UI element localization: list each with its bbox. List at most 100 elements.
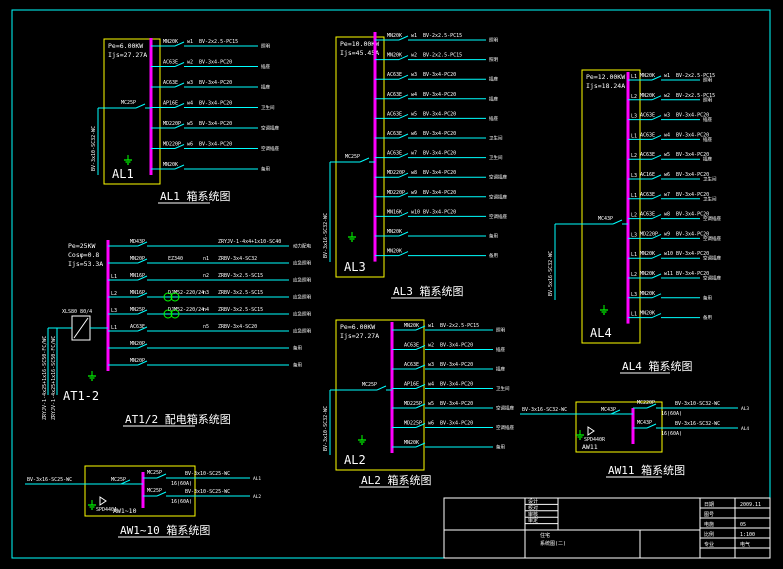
panel-param: Ijs=53.3A: [68, 260, 103, 268]
circuit-number: w2: [187, 60, 193, 66]
cable-spec: BV-3x4-PC20: [676, 172, 709, 178]
circuit-number: w4: [411, 92, 417, 98]
breaker-model: MD220P: [387, 170, 405, 176]
ground-icon: [88, 371, 96, 381]
circuit-destination: 插座: [703, 116, 712, 123]
circuit-destination: AL3: [741, 406, 749, 412]
cable-spec: BV-3x4-PC20: [423, 151, 456, 157]
breaker-model: MN20K: [640, 291, 655, 297]
circuit-destination: 插座: [496, 346, 505, 353]
breaker-symbol: [398, 94, 409, 100]
incoming-cable: BV-3x10-SC32-WC: [323, 406, 329, 451]
breaker-symbol: [120, 479, 131, 485]
circuit-destination: 备用: [703, 314, 712, 321]
breaker-symbol: [137, 292, 148, 298]
breaker-model: AC63E: [640, 192, 655, 198]
ground-icon: [88, 500, 96, 510]
incoming-cable: BV-5x16-SC32-WC: [548, 251, 554, 296]
circuit-destination: 备用: [496, 444, 505, 451]
panel-aw11: MC43PBV-3x16-SC32-WCSPD440RMC220P16(60A)…: [520, 400, 749, 478]
ground-icon: [600, 305, 608, 315]
cable-spec: BV-3x4-PC20: [199, 101, 232, 107]
breaker-symbol: [174, 41, 185, 47]
cable-spec: BV-3x4-PC20: [676, 113, 709, 119]
coil-icon: [163, 309, 173, 319]
cable-spec: BV-3x4-PC20: [440, 343, 473, 349]
breaker-model: MN16K: [387, 209, 402, 215]
breaker-model: MN20K: [640, 93, 655, 99]
busbar: [626, 72, 630, 324]
breaker-model: MN16P: [130, 273, 145, 279]
circuit-number: w2: [428, 343, 434, 349]
ground-icon: [358, 435, 366, 445]
breaker-model: MN20K: [404, 440, 419, 446]
circuit-number: w5: [664, 152, 670, 158]
phase-label: L3: [111, 308, 117, 314]
phase-label: L3: [631, 292, 637, 298]
circuit-destination: 照明: [261, 44, 270, 50]
breaker-symbol: [415, 364, 426, 370]
circuit-destination: 照明: [489, 38, 498, 44]
breaker-model: AP16E: [163, 101, 178, 107]
panel-enclosure: [335, 319, 425, 471]
title-block-label: 比例: [704, 531, 714, 538]
sheet-border: [11, 9, 771, 559]
incoming-cable: ZRYJV-1-4x25+1x16-SC50-FC/WC: [51, 336, 57, 420]
panel-label: AT1-2: [63, 389, 99, 403]
breaker-symbol: [156, 473, 167, 479]
breaker-model: MD43P: [130, 239, 145, 245]
title-block-label: 审定: [528, 517, 538, 524]
breaker-symbol: [646, 423, 657, 429]
circuit-destination: 卫生间: [703, 195, 717, 202]
circuit-number: w1: [187, 39, 193, 45]
breaker-symbol: [398, 172, 409, 178]
breaker-model: AC63E: [404, 362, 419, 368]
breaker-symbol: [137, 360, 148, 366]
cable-spec: BV-3x4-PC20: [423, 190, 456, 196]
circuit-number: n2: [203, 273, 209, 279]
breaker-model: AC63E: [387, 92, 402, 98]
breaker-model: MD220P: [387, 190, 405, 196]
circuit-number: w1: [428, 323, 434, 329]
breaker-model: AC16E: [640, 172, 655, 178]
meter-rating: 16(60A): [171, 499, 192, 505]
breaker-symbol: [398, 35, 409, 41]
circuit-destination: 备用: [293, 362, 302, 369]
circuit-destination: 空调插座: [496, 405, 514, 412]
breaker-model: AP16E: [404, 382, 419, 388]
circuit-number: w7: [664, 192, 670, 198]
circuit-destination: 空调插座: [703, 275, 721, 282]
breaker-model: MN20K: [163, 39, 178, 45]
breaker-symbol: [651, 214, 662, 220]
phase-label: L2: [631, 213, 637, 219]
circuit-destination: 插座: [496, 366, 505, 373]
breaker-model: MC220P: [637, 400, 655, 406]
incoming-cable: BV-3x16-SC32-WC: [522, 407, 567, 413]
breaker-model: AC63E: [130, 324, 145, 330]
breaker-model: MN20K: [163, 162, 178, 168]
circuit-number: w8: [664, 212, 670, 218]
breaker-model: MD225P: [404, 421, 422, 427]
meter-rating: 16(60A): [661, 431, 682, 437]
circuit-destination: 卫生间: [489, 135, 503, 142]
circuit-destination: 空调插座: [703, 215, 721, 222]
circuit-destination: 空调插座: [489, 174, 507, 181]
breaker-symbol: [651, 194, 662, 200]
phase-label: L1: [111, 274, 117, 280]
cable-spec: BV-2x2.5-PC15: [423, 33, 462, 39]
breaker-symbol: [415, 325, 426, 331]
